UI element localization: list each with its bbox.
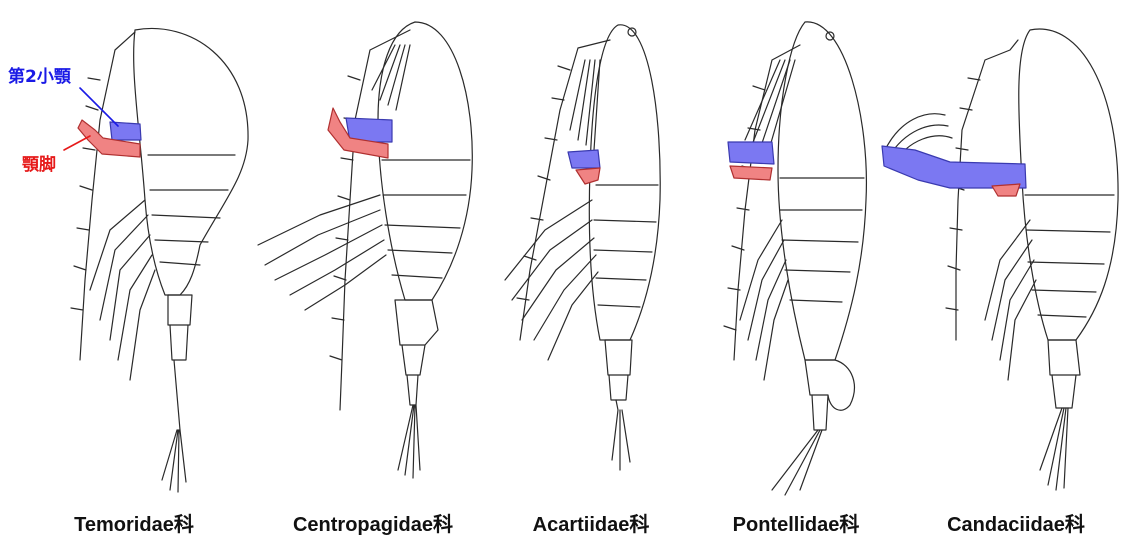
- acartiidae-caudal-setae: [612, 400, 630, 470]
- temoridae-urosome: [168, 295, 192, 430]
- pontellidae-urosome: [805, 360, 854, 430]
- specimen-centropagidae: [258, 22, 472, 478]
- family-label-acartiidae: Acartiidae科: [533, 508, 650, 537]
- pontellidae-second-maxilla: [728, 142, 774, 164]
- specimen-candaciidae: [882, 29, 1118, 490]
- centropagidae-swimming-legs: [258, 195, 386, 310]
- pontellidae-segment-lines: [780, 178, 864, 302]
- pontellidae-antenna: [724, 45, 800, 360]
- centropagidae-body-outline: [378, 22, 472, 300]
- temoridae-body-outline: [134, 28, 248, 295]
- family-label-temoridae: Temoridae科: [74, 508, 194, 537]
- second-maxilla-callout: 第2小顎: [8, 62, 71, 87]
- specimen-acartiidae: [505, 25, 660, 470]
- family-label-pontellidae: Pontellidae科: [733, 508, 860, 537]
- candaciidae-second-maxilla: [882, 146, 1026, 188]
- candaciidae-maxilliped: [992, 184, 1020, 196]
- candaciidae-urosome: [1048, 340, 1080, 408]
- acartiidae-body-outline: [589, 25, 660, 340]
- centropagidae-urosome: [395, 300, 438, 405]
- acartiidae-eye: [628, 28, 636, 36]
- pontellidae-swimming-legs: [740, 220, 788, 380]
- specimen-temoridae: [71, 28, 248, 492]
- family-label-candaciidae: Candaciidae科: [947, 508, 1085, 537]
- maxilliped-callout: 顎脚: [22, 150, 56, 175]
- acartiidae-mouthpart-setae: [570, 60, 600, 150]
- maxilliped-leader-line: [64, 136, 90, 150]
- centropagidae-mouthpart-setae: [372, 45, 410, 110]
- family-label-centropagidae: Centropagidae科: [293, 508, 453, 537]
- second-maxilla-leader-line: [80, 88, 118, 126]
- candaciidae-body-outline: [1019, 29, 1118, 340]
- candaciidae-caudal-setae: [1040, 408, 1068, 490]
- centropagidae-antenna: [330, 30, 410, 410]
- acartiidae-maxilliped: [576, 168, 600, 184]
- centropagidae-caudal-setae: [398, 405, 420, 478]
- acartiidae-urosome: [605, 340, 632, 400]
- temoridae-swimming-legs: [90, 200, 155, 380]
- acartiidae-second-maxilla: [568, 150, 600, 168]
- temoridae-antenna: [71, 32, 135, 360]
- pontellidae-caudal-setae: [772, 430, 822, 495]
- temoridae-second-maxilla: [110, 122, 141, 140]
- temoridae-segment-lines: [148, 155, 235, 265]
- candaciidae-segment-lines: [1025, 195, 1114, 317]
- temoridae-caudal-setae: [162, 430, 186, 492]
- acartiidae-swimming-legs: [505, 200, 598, 360]
- pontellidae-maxilliped: [730, 166, 772, 180]
- specimen-pontellidae: [724, 22, 866, 495]
- pontellidae-eye: [826, 32, 834, 40]
